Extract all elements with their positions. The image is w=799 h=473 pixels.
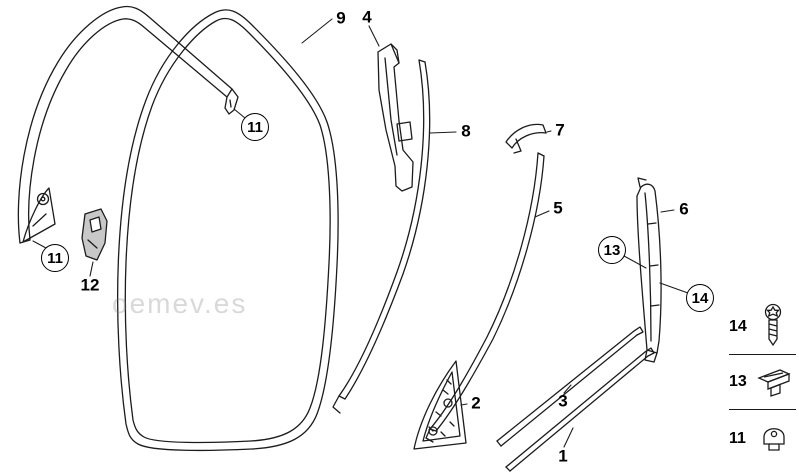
waist-rail-strip-3 (496, 326, 644, 447)
door-opening-seal (117, 9, 339, 452)
callout-8: 8 (461, 121, 471, 141)
front-window-guide-4 (377, 43, 414, 192)
spring-clip-icon (756, 419, 792, 459)
callout-4: 4 (362, 7, 372, 27)
callout-14: 14 (686, 284, 714, 312)
legend-item-11: 11 (729, 410, 796, 468)
window-frame-seal (17, 5, 239, 244)
callout-7: 7 (555, 120, 565, 140)
callout-6: 6 (679, 199, 689, 219)
callout-3: 3 (558, 391, 568, 411)
callout-9: 9 (336, 8, 346, 28)
window-guide-strip-8 (332, 59, 431, 414)
mirror-triangle-trim-2 (413, 360, 467, 450)
callout-13: 13 (598, 236, 626, 264)
legend-item-14: 14 (729, 300, 796, 355)
end-cap-7 (505, 123, 547, 154)
leader-lines (32, 18, 689, 448)
hardware-legend: 14 13 11 (729, 300, 796, 468)
callout-11-door: 11 (41, 244, 69, 272)
clip-12 (81, 208, 108, 261)
callout-2: 2 (471, 393, 481, 413)
callout-1: 1 (558, 446, 568, 466)
b-pillar-trim-6 (636, 177, 662, 363)
torx-screw-icon (756, 303, 790, 351)
callout-5: 5 (553, 198, 563, 218)
callout-11-frame: 11 (241, 113, 269, 141)
waist-rail-strip-1 (505, 347, 655, 472)
trim-strip-5 (425, 152, 545, 443)
legend-label: 14 (729, 318, 747, 335)
legend-item-13: 13 (729, 355, 796, 410)
legend-label: 11 (729, 430, 746, 447)
legend-label: 13 (729, 373, 747, 390)
plastic-clip-icon (756, 362, 792, 402)
callout-12: 12 (80, 275, 100, 295)
